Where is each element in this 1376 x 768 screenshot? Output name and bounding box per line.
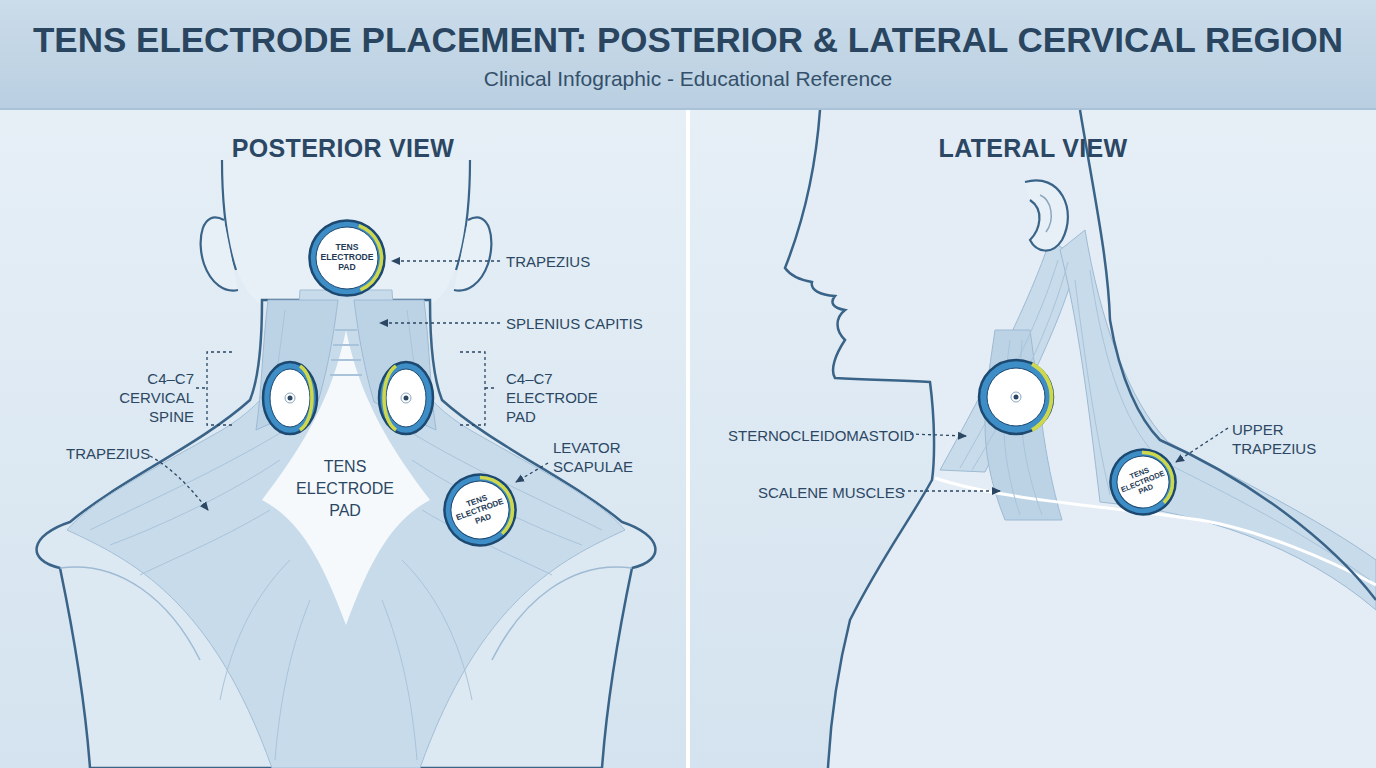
striation xyxy=(275,600,310,760)
pad-label: TENS ELECTRODE PAD xyxy=(316,243,378,273)
pad-ring xyxy=(979,360,1053,434)
leader-lines xyxy=(150,261,1228,510)
neck-back-outline xyxy=(1080,110,1376,600)
leader-line xyxy=(910,434,966,436)
pad-ring xyxy=(434,464,525,555)
pad-ring xyxy=(263,362,317,434)
pad-face xyxy=(270,369,310,427)
pad-dot xyxy=(288,396,293,401)
header-rule xyxy=(0,108,1376,110)
part-label: LEVATOR SCAPULAE xyxy=(553,438,648,476)
title: TENS ELECTRODE PLACEMENT: POSTERIOR & LA… xyxy=(0,20,1376,60)
part-label: C4–C7 CERVICAL SPINE xyxy=(108,369,194,426)
dot-electrode xyxy=(379,362,433,434)
pad-text-wrap: TENS ELECTRODE PAD xyxy=(1099,438,1188,527)
part-label: UPPER TRAPEZIUS xyxy=(1232,420,1332,458)
pad-ring xyxy=(379,362,433,434)
part-label: TRAPEZIUS xyxy=(506,252,646,271)
striation xyxy=(1090,270,1370,580)
spine-aponeurosis xyxy=(262,330,430,625)
part-label: SPLENIUS CAPITIS xyxy=(506,314,676,333)
leader-line xyxy=(150,456,208,510)
pad-accent xyxy=(1032,364,1052,430)
pad-dot xyxy=(1014,395,1019,400)
trapezius-muscle xyxy=(67,290,625,768)
leader-line xyxy=(392,260,500,261)
pad-text-wrap: TENS ELECTRODE PAD xyxy=(308,219,386,297)
pad-label: TENS ELECTRODE PAD xyxy=(1114,460,1172,503)
panel-bg xyxy=(0,110,686,768)
part-label: STERNOCLEIDOMASTOID xyxy=(728,426,918,445)
striation xyxy=(972,262,1068,470)
striation xyxy=(220,560,290,700)
vertebra-marks xyxy=(330,330,362,375)
ear-detail xyxy=(1040,195,1051,232)
pad-dot-ring xyxy=(1011,392,1021,402)
striation xyxy=(382,600,417,760)
ear xyxy=(454,217,491,290)
striation xyxy=(402,560,472,700)
pad-dot-ring xyxy=(285,393,295,403)
pad-accent xyxy=(300,366,312,430)
pad-text-wrap: TENS ELECTRODE PAD xyxy=(433,463,528,558)
pad-ring xyxy=(310,221,385,296)
part-label: SCALENE MUSCLES xyxy=(758,483,908,502)
part-label: TENS ELECTRODE PAD xyxy=(295,456,395,522)
arm-contour xyxy=(60,567,632,660)
pad-dot xyxy=(404,396,409,401)
pad-dot-ring xyxy=(401,393,411,403)
electrode-pad: TENS ELECTRODE PAD xyxy=(433,463,528,558)
pad-accent xyxy=(1112,451,1173,512)
leader-line xyxy=(1176,428,1228,462)
pad-accent xyxy=(448,478,513,543)
pad-face xyxy=(316,227,378,289)
electrode-pad: TENS ELECTRODE PAD xyxy=(1099,438,1188,527)
pad-accent xyxy=(384,366,396,430)
pad-face xyxy=(386,369,426,427)
ear xyxy=(1025,180,1068,250)
panel-bg xyxy=(690,110,1376,768)
header-band xyxy=(0,0,1376,108)
bracket xyxy=(460,352,496,425)
dot-electrode xyxy=(979,360,1053,434)
bracket xyxy=(196,352,232,425)
pad-accent xyxy=(308,219,386,297)
striation xyxy=(110,460,280,545)
leader-line xyxy=(902,490,1000,491)
dot-electrode xyxy=(263,362,317,434)
brackets xyxy=(196,352,496,425)
electrode-pad: TENS ELECTRODE PAD xyxy=(308,219,386,297)
striation xyxy=(960,260,1058,468)
part-label: TRAPEZIUS xyxy=(66,444,176,463)
panel-heading: POSTERIOR VIEW xyxy=(0,134,686,162)
striation xyxy=(140,510,270,575)
head-fill xyxy=(222,160,470,305)
subtitle: Clinical Infographic - Educational Refer… xyxy=(0,66,1376,92)
posterior-figure xyxy=(37,160,656,768)
leader-line xyxy=(516,463,548,482)
striation xyxy=(1075,280,1110,495)
pad-face xyxy=(987,368,1045,426)
part-label: C4–C7 ELECTRODE PAD xyxy=(506,369,606,426)
panel-heading: LATERAL VIEW xyxy=(690,134,1376,162)
panel-divider xyxy=(686,110,690,768)
pad-label: TENS ELECTRODE PAD xyxy=(448,487,512,533)
pad-face xyxy=(443,473,517,547)
ear xyxy=(201,217,238,290)
pad-ring xyxy=(1101,440,1186,525)
pad-face xyxy=(1109,448,1177,516)
leader-line xyxy=(380,322,500,323)
